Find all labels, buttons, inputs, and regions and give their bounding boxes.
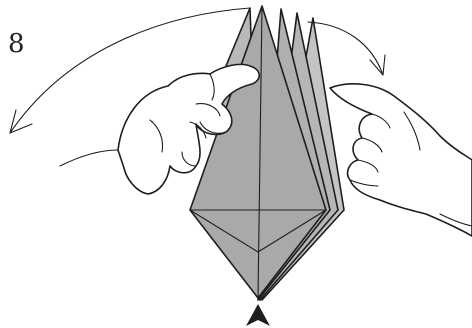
right-hand-illustration	[330, 84, 472, 236]
triangle-up-icon	[246, 304, 270, 326]
step-number: 8	[8, 29, 25, 59]
front-kite	[190, 6, 326, 298]
origami-front-kite	[190, 6, 326, 298]
